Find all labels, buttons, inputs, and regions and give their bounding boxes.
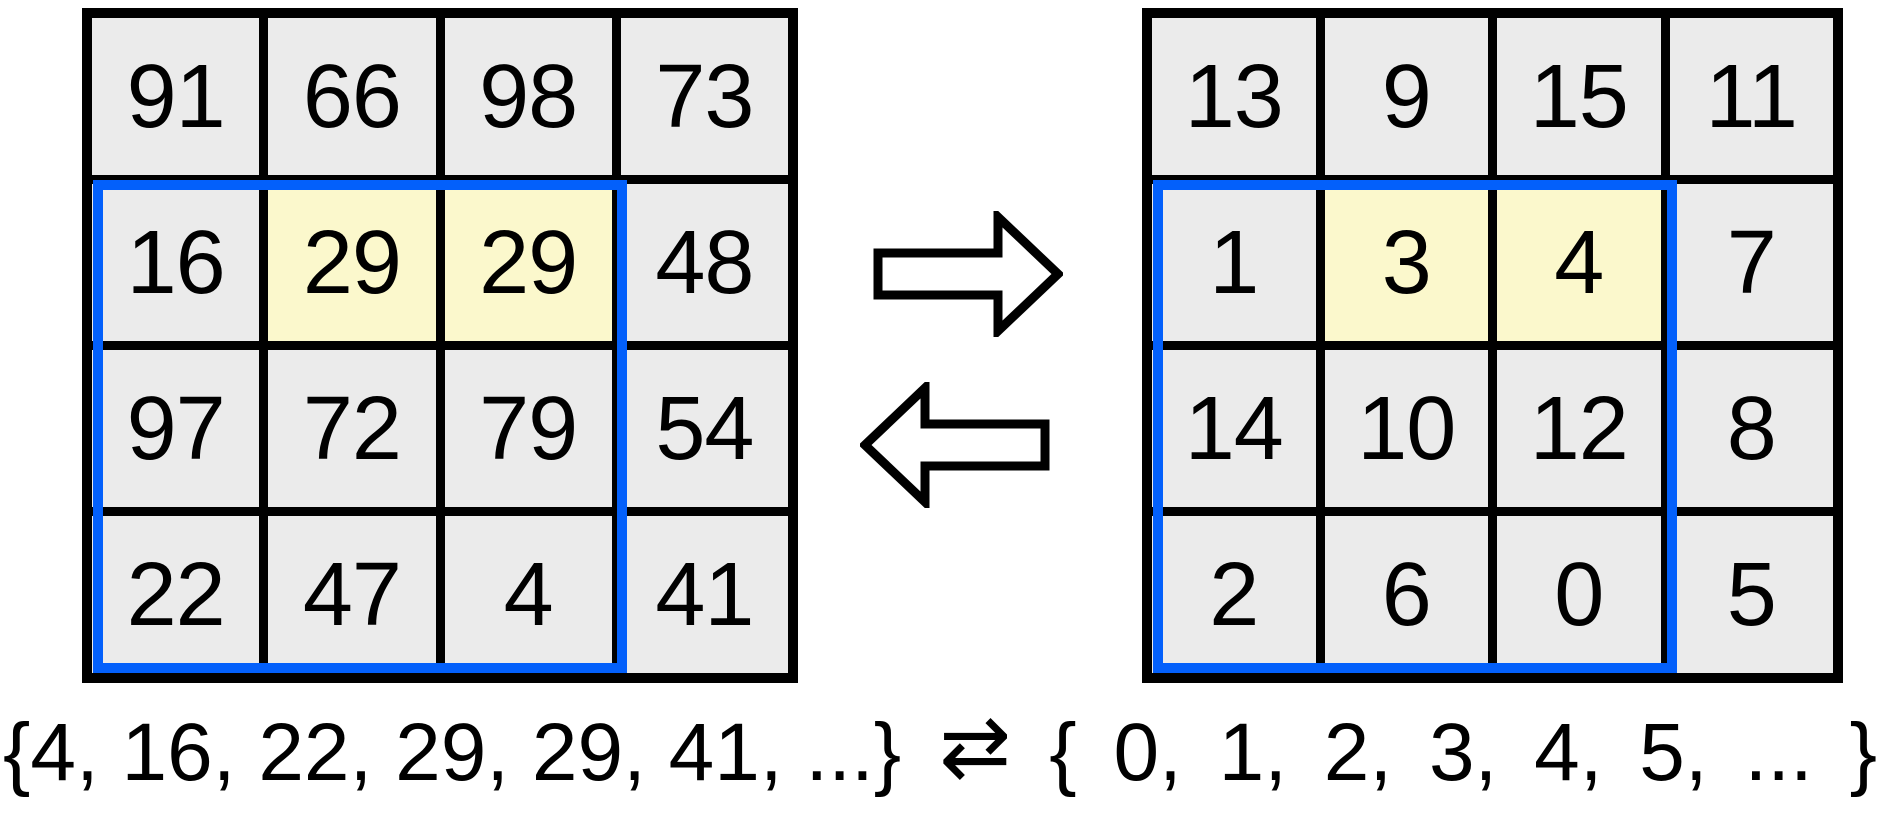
left-matrix-cell-r0c2: 98	[444, 18, 612, 175]
right-matrix-cell-r0c0: 13	[1152, 18, 1316, 175]
left-matrix-cell-r1c3: 48	[620, 184, 788, 341]
left-matrix-cell-r0c0: 91	[92, 18, 260, 175]
exchange-arrows-icon: ⇄	[939, 697, 1012, 797]
right-matrix-cell-r3c3: 5	[1669, 516, 1833, 673]
right-matrix-cell-r0c1: 9	[1324, 18, 1488, 175]
right-matrix-cell-r2c3: 8	[1669, 350, 1833, 507]
right-matrix-cell-r2c2: 12	[1497, 350, 1661, 507]
right-matrix-cell-r2c0: 14	[1152, 350, 1316, 507]
left-matrix-cell-r3c0: 22	[92, 516, 260, 673]
left-matrix-cell-r2c3: 54	[620, 350, 788, 507]
right-matrix-cell-r2c1: 10	[1324, 350, 1488, 507]
right-matrix-cell-r3c1: 6	[1324, 516, 1488, 673]
right-matrix-cell-r1c0: 1	[1152, 184, 1316, 341]
right-matrix-cell-r3c0: 2	[1152, 516, 1316, 673]
left-matrix-cell-r2c2: 79	[444, 350, 612, 507]
value-set-text: {4, 16, 22, 29, 29, 41, ...}	[3, 707, 902, 798]
left-matrix-cell-r1c2: 29	[444, 184, 612, 341]
left-matrix-cell-r2c1: 72	[268, 350, 436, 507]
right-matrix-cell-r1c2: 4	[1497, 184, 1661, 341]
bottom-row: {4, 16, 22, 29, 29, 41, ...} ⇄ { 0, 1, 2…	[0, 697, 1880, 806]
right-arrow-icon	[873, 211, 1063, 337]
right-matrix-cell-r0c3: 11	[1669, 18, 1833, 175]
left-matrix-cell-r1c0: 16	[92, 184, 260, 341]
left-matrix-cell-r3c3: 41	[620, 516, 788, 673]
right-matrix-cell-r1c1: 3	[1324, 184, 1488, 341]
left-matrix-cell-r3c1: 47	[268, 516, 436, 673]
left-matrix-cell-r0c1: 66	[268, 18, 436, 175]
left-matrix-cell-r1c1: 29	[268, 184, 436, 341]
right-matrix-cell-r0c2: 15	[1497, 18, 1661, 175]
right-matrix-cell-r1c3: 7	[1669, 184, 1833, 341]
rank-set-text: { 0, 1, 2, 3, 4, 5, ... }	[1049, 707, 1877, 798]
left-matrix-cell-r2c0: 97	[92, 350, 260, 507]
left-arrow-icon	[860, 382, 1050, 508]
right-matrix-cell-r3c2: 0	[1497, 516, 1661, 673]
left-matrix-cell-r3c2: 4	[444, 516, 612, 673]
left-matrix-cell-r0c3: 73	[620, 18, 788, 175]
